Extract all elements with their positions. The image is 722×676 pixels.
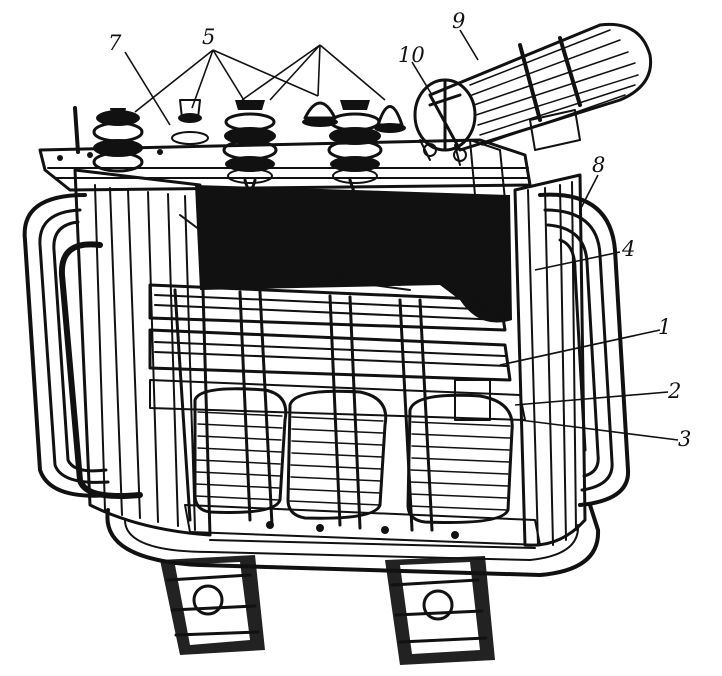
tank-bottom xyxy=(105,503,601,577)
label-5: 5 xyxy=(202,25,215,49)
bushing-6 xyxy=(374,105,406,133)
left-radiator xyxy=(22,193,143,499)
bushings xyxy=(92,99,406,222)
label-9: 9 xyxy=(452,9,465,33)
winding-left xyxy=(193,387,288,514)
bushing-3 xyxy=(222,100,278,192)
label-7: 7 xyxy=(108,31,122,55)
winding-center xyxy=(286,389,388,520)
label-3: 3 xyxy=(678,427,691,451)
bushing-2 xyxy=(171,99,209,145)
conservator xyxy=(413,22,653,201)
part-labels: 5 7 9 10 8 4 1 2 3 xyxy=(108,9,691,451)
label-1: 1 xyxy=(658,315,671,339)
label-2: 2 xyxy=(667,379,681,403)
leader-lines xyxy=(124,29,679,441)
tank-lid xyxy=(38,106,532,192)
core-frame xyxy=(148,283,526,532)
tank-interior xyxy=(179,185,512,323)
label-8: 8 xyxy=(592,153,605,177)
label-10: 10 xyxy=(398,43,425,67)
right-radiator xyxy=(538,192,631,507)
bushing-5 xyxy=(327,100,383,222)
bushing-1 xyxy=(92,108,144,173)
label-4: 4 xyxy=(621,237,635,261)
windings xyxy=(184,379,541,546)
winding-right xyxy=(406,379,514,524)
base-rails xyxy=(160,555,495,665)
